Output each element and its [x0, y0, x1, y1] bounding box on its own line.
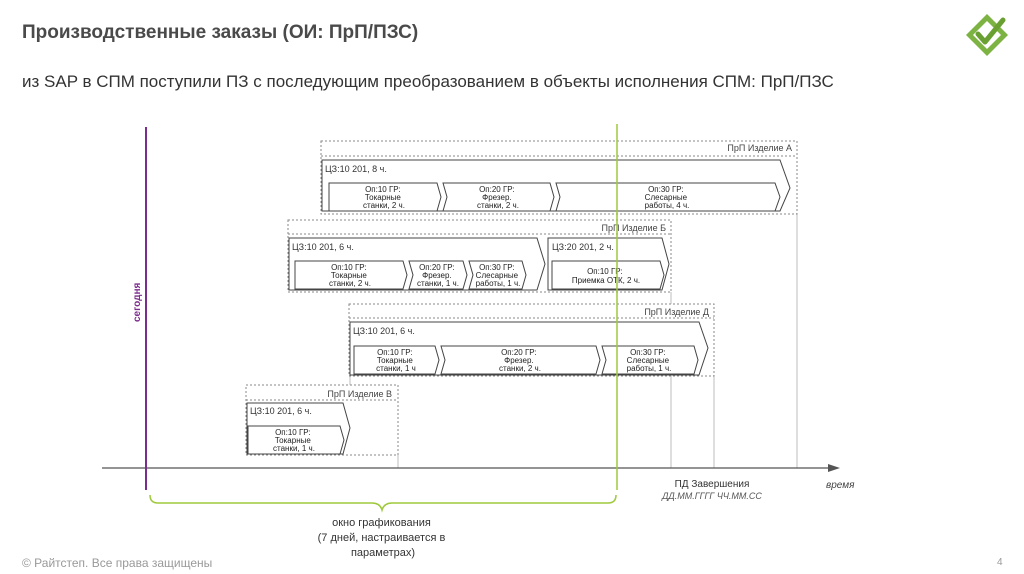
work-center-label: ЦЗ:10 201, 6 ч. [292, 242, 354, 252]
work-center-label: ЦЗ:20 201, 2 ч. [552, 242, 614, 252]
page-number: 4 [997, 557, 1003, 568]
order-box-d: ПрП Изделие Д ЦЗ:10 201, 6 ч. Оп:10 ГР: … [348, 303, 715, 377]
operation-step: Оп:10 ГР: Токарные станки, 1 ч [353, 345, 440, 375]
operation-step: Оп:20 ГР: Фрезер. станки, 1 ч. [408, 260, 468, 290]
today-label: сегодня [132, 282, 143, 322]
operation-step: Оп:10 ГР: Токарные станки, 1 ч. [247, 425, 345, 455]
operation-step: Оп:10 ГР: Токарные станки, 2 ч. [328, 182, 442, 212]
operation-step: Оп:30 ГР: Слесарные работы, 4 ч. [555, 182, 781, 212]
today-marker: сегодня [132, 127, 147, 490]
footer-copyright: © Райтстеп. Все права защищены [22, 556, 213, 570]
svg-text:Оп:20 ГР: Фрезер.: Оп:20 ГР: Фрезер. станки, 2 ч. [499, 348, 541, 373]
svg-text:Оп:10 ГР: Токарные: Оп:10 ГР: Токарные станки, 1 ч. [273, 428, 315, 453]
order-title: ПрП Изделие А [727, 143, 792, 153]
work-center-label: ЦЗ:10 201, 6 ч. [353, 326, 415, 336]
operation-step: Оп:30 ГР: Слесарные работы, 1 ч. [468, 260, 527, 290]
completion-label: ПД Завершения [675, 479, 750, 490]
order-box-v: ПрП Изделие В ЦЗ:10 201, 6 ч. Оп:10 ГР: … [245, 384, 399, 456]
order-title: ПрП Изделие Б [602, 223, 667, 233]
svg-text:Оп:20 ГР: Фрезер.: Оп:20 ГР: Фрезер. станки, 2 ч. [477, 185, 519, 210]
work-center-label: ЦЗ:10 201, 6 ч. [250, 406, 312, 416]
svg-text:Оп:30 ГР: Слесарные: Оп:30 ГР: Слесарные работы, 4 ч. [645, 185, 690, 210]
svg-text:Оп:10 ГР: Токарные: Оп:10 ГР: Токарные станки, 1 ч [376, 348, 416, 373]
operation-step: Оп:10 ГР: Приемка ОТК, 2 ч. [551, 260, 665, 290]
work-center-label: ЦЗ:10 201, 8 ч. [325, 164, 387, 174]
svg-text:Оп:10 ГР: Токарные: Оп:10 ГР: Токарные станки, 2 ч. [363, 185, 405, 210]
operation-step: Оп:20 ГР: Фрезер. станки, 2 ч. [440, 345, 601, 375]
svg-text:Оп:10 ГР: Токарные: Оп:10 ГР: Токарные станки, 2 ч. [329, 263, 371, 288]
order-box-b: ПрП Изделие Б ЦЗ:10 201, 6 ч. Оп:10 ГР: … [287, 219, 672, 293]
logo-check-icon [966, 14, 1008, 56]
window-label: окно графикования (7 дней, настраивается… [318, 517, 449, 559]
time-axis-label: время [826, 480, 855, 491]
time-axis: время [102, 464, 855, 491]
svg-text:Оп:30 ГР: Слесарные: Оп:30 ГР: Слесарные работы, 1 ч. [476, 263, 521, 288]
order-title: ПрП Изделие В [327, 389, 392, 399]
page-title: Производственные заказы (ОИ: ПрП/ПЗС) [22, 22, 419, 43]
svg-text:Оп:20 ГР: Фрезер.: Оп:20 ГР: Фрезер. станки, 1 ч. [417, 263, 459, 288]
order-box-a: ПрП Изделие А ЦЗ:10 201, 8 ч. Оп:10 ГР: … [320, 140, 798, 215]
operation-step: Оп:20 ГР: Фрезер. станки, 2 ч. [442, 182, 555, 212]
page-subtitle: из SAP в СПМ поступили ПЗ с последующим … [22, 72, 834, 91]
window-bracket [149, 494, 617, 513]
completion-format: ДД.ММ.ГГГГ ЧЧ.ММ.СС [661, 491, 762, 501]
svg-text:Оп:10 ГР: Приемка ОТК,: Оп:10 ГР: Приемка ОТК, 2 ч. [572, 267, 640, 285]
operation-step: Оп:10 ГР: Токарные станки, 2 ч. [294, 260, 408, 290]
svg-text:Оп:30 ГР: Слесарные: Оп:30 ГР: Слесарные работы, 1 ч. [627, 348, 672, 373]
order-title: ПрП Изделие Д [644, 307, 709, 317]
operation-step: Оп:30 ГР: Слесарные работы, 1 ч. [601, 345, 699, 375]
